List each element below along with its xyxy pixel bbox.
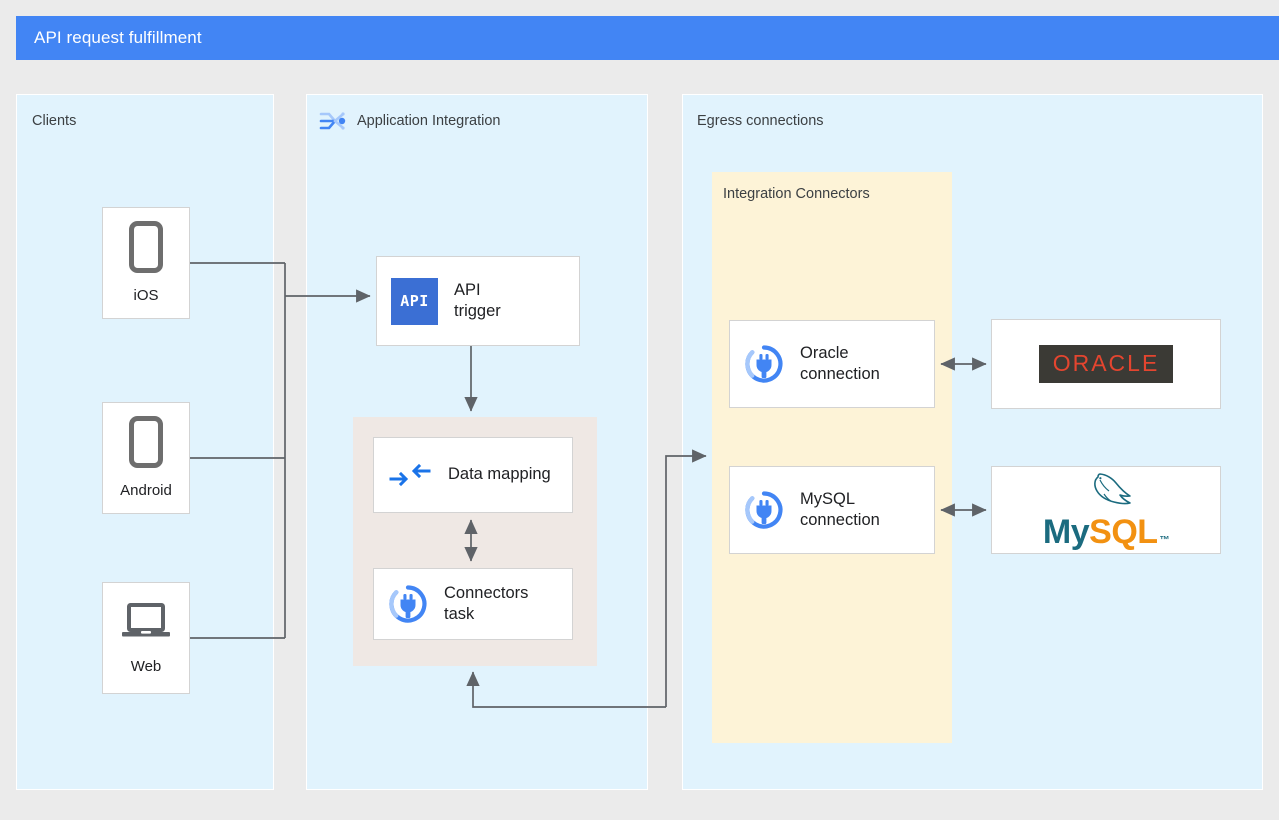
page-title: API request fulfillment — [34, 28, 202, 47]
panel-integration-connectors — [712, 172, 952, 743]
client-card-ios[interactable]: iOS — [102, 207, 190, 319]
data-mapping-icon — [388, 460, 432, 490]
connector-plug-icon — [744, 344, 784, 384]
node-card-connectors-task[interactable]: Connectors task — [373, 568, 573, 640]
mysql-dolphin-icon — [1064, 471, 1148, 519]
client-card-web[interactable]: Web — [102, 582, 190, 694]
panel-label-application-integration: Application Integration — [357, 113, 501, 129]
backend-card-oracle[interactable]: ORACLE — [991, 319, 1221, 409]
oracle-logo: ORACLE — [1038, 345, 1174, 383]
node-label-connectors-task: Connectors task — [444, 583, 529, 623]
client-label-web: Web — [130, 657, 162, 675]
client-label-ios: iOS — [133, 286, 159, 304]
panel-label-clients: Clients — [32, 113, 77, 129]
node-label-data-mapping: Data mapping — [448, 465, 551, 484]
connector-plug-icon — [744, 490, 784, 530]
api-icon: API — [391, 277, 438, 325]
laptop-icon — [120, 600, 172, 649]
node-card-api-trigger[interactable]: API API trigger — [376, 256, 580, 346]
application-integration-icon — [317, 107, 349, 137]
diagram-title-bar: API request fulfillment — [16, 16, 1279, 60]
panel-label-integration-connectors: Integration Connectors — [723, 186, 870, 202]
oracle-logo-text: ORACLE — [1052, 350, 1160, 376]
client-card-android[interactable]: Android — [102, 402, 190, 514]
phone-icon — [129, 415, 163, 473]
client-label-android: Android — [120, 481, 172, 499]
connection-label-oracle: Oracle connection — [800, 343, 880, 383]
connection-card-oracle[interactable]: Oracle connection — [729, 320, 935, 408]
node-card-data-mapping[interactable]: Data mapping — [373, 437, 573, 513]
panel-label-egress-connections: Egress connections — [697, 113, 824, 129]
phone-icon — [129, 220, 163, 278]
node-label-api-trigger: API trigger — [454, 280, 501, 320]
connection-card-mysql[interactable]: MySQL connection — [729, 466, 935, 554]
connection-label-mysql: MySQL connection — [800, 489, 880, 529]
connector-plug-icon — [388, 584, 428, 624]
